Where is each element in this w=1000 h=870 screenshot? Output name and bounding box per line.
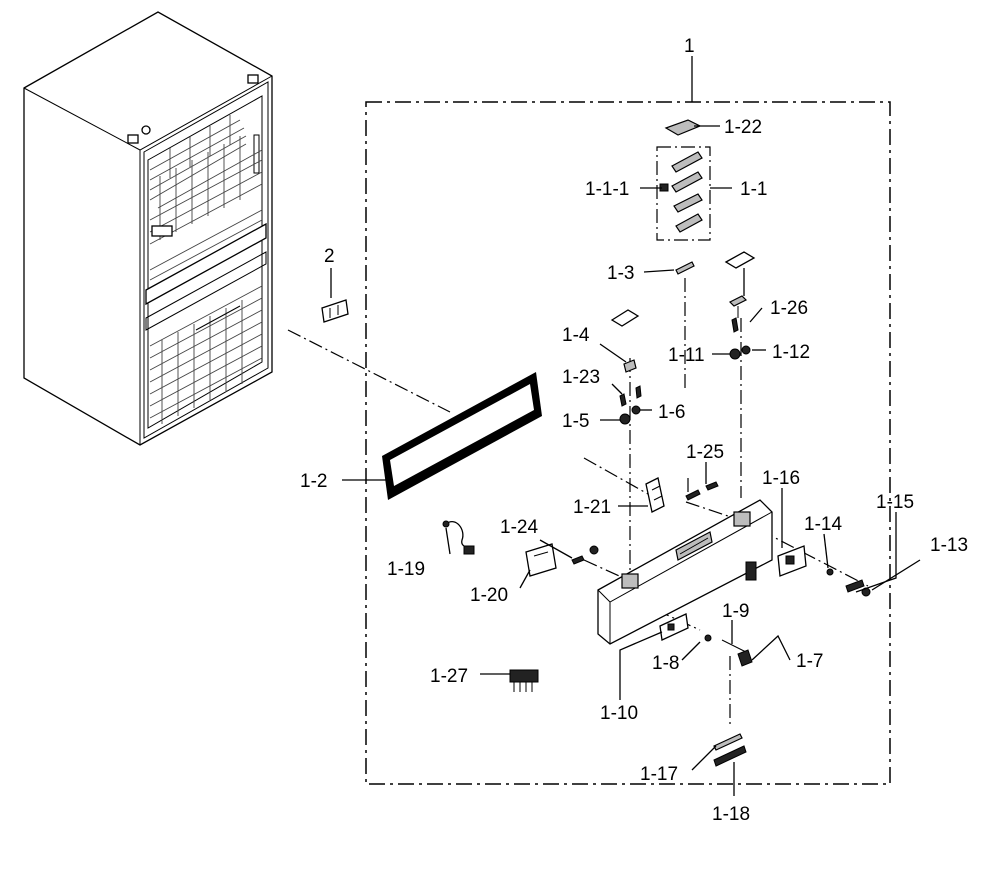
part-1-22-cap [664,119,702,136]
callout-1-10: 1-10 [600,703,638,724]
part-1-9-pin [721,639,747,653]
callout-1-7: 1-7 [796,651,823,672]
callout-1-24: 1-24 [500,517,538,538]
part-1-3-pin [675,261,695,275]
callout-1-19: 1-19 [387,559,425,580]
callout-1-21: 1-21 [573,497,611,518]
part-1-17-rod [713,733,743,751]
callout-1-13: 1-13 [930,535,968,556]
part-1-27-screws [509,669,539,692]
callout-1-25: 1-25 [686,442,724,463]
refrigerator-cabinet [23,11,273,446]
callout-1-11: 1-11 [668,345,705,366]
callout-1-27: 1-27 [430,666,468,687]
callout-1-23: 1-23 [562,367,600,388]
part-1-1-springs [659,151,703,233]
callout-1-17: 1-17 [640,764,678,785]
part-1-26 [728,295,748,307]
callout-1-15: 1-15 [876,492,914,513]
callout-1-5: 1-5 [562,411,589,432]
assembly-boundary-box [365,101,891,785]
callout-1-2: 1-2 [300,471,327,492]
part-1-18-rod [713,745,747,767]
callout-1-3: 1-3 [607,263,634,284]
callout-1-26: 1-26 [770,298,808,319]
callout-2: 2 [324,246,335,267]
callout-1-20: 1-20 [470,585,508,606]
part-1-4 [623,359,637,373]
part-1-14 [826,568,834,576]
callout-1-1: 1-1 [740,179,767,200]
callout-1-12: 1-12 [772,342,810,363]
part-1-23 [619,393,627,407]
callout-labels: 1 1-22 1-1-1 1-1 2 1-3 1-26 1-4 1-11 1-1… [300,36,968,825]
callout-1-16: 1-16 [762,468,800,489]
hinge-cap-left [610,309,640,327]
part-1-10-door-base [597,499,773,645]
callout-1-22: 1-22 [724,117,762,138]
callout-1-6: 1-6 [658,402,685,423]
part-1-2-panel [382,372,542,500]
callout-1-4: 1-4 [562,325,590,346]
part-1-15-pin [845,579,865,593]
part-1-24-bracket [525,543,557,577]
leader-lines [330,56,921,796]
part-1-7-screw [737,649,753,667]
callout-1: 1 [684,36,695,57]
hinge-cap-right [724,251,756,269]
callout-1-1-1: 1-1-1 [585,179,629,200]
callout-1-8: 1-8 [652,653,679,674]
part-1-21-hinge [645,477,665,513]
part-1-1-group-box [656,146,711,241]
callout-1-18: 1-18 [712,804,750,825]
callout-1-14: 1-14 [804,514,842,535]
part-1-25-screw [685,489,701,501]
callout-1-9: 1-9 [722,601,749,622]
part-2-bracket [321,299,349,323]
